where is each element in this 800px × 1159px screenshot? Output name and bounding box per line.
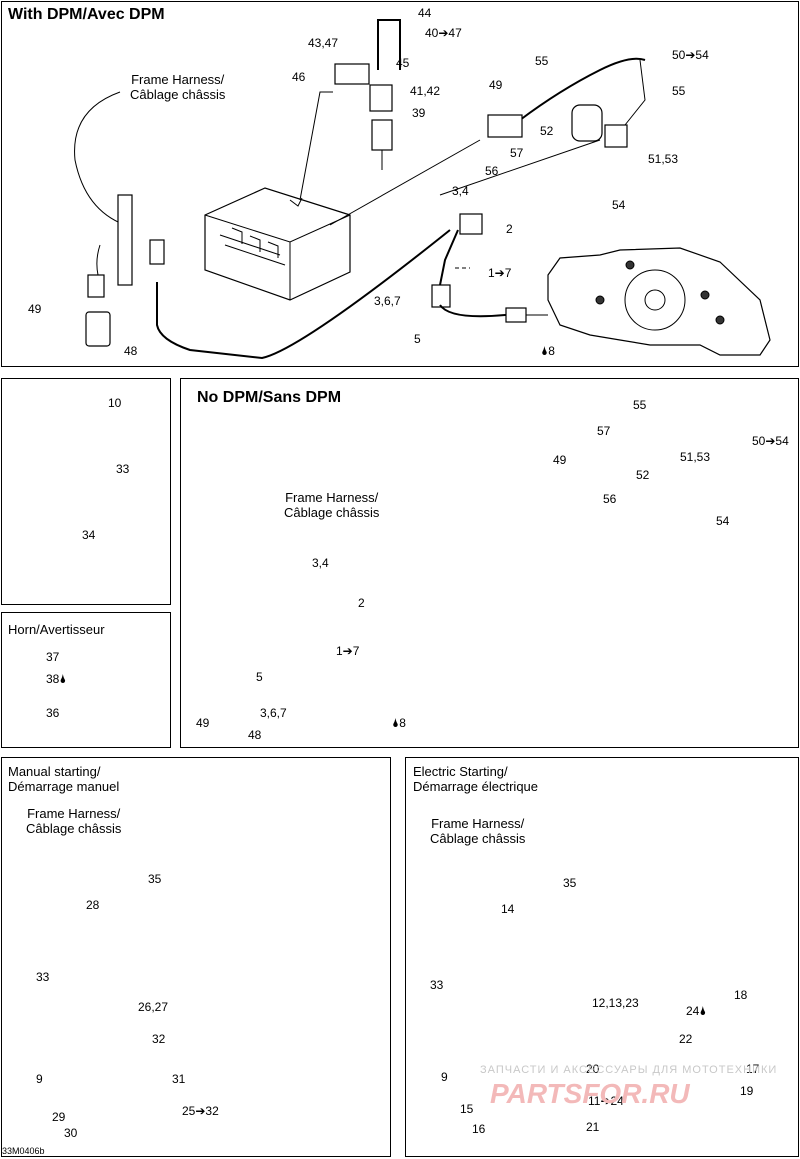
panel-manual-starting	[1, 757, 391, 1157]
callout-electric-15: 15	[460, 1102, 474, 1116]
section-title-no-dpm: No DPM/Sans DPM	[197, 389, 342, 406]
callout-nodpm-8: 🌢8	[392, 716, 406, 730]
callout-3-4: 3,4	[452, 184, 469, 198]
callout-manual-9: 9	[36, 1072, 43, 1086]
callout-41-42: 41,42	[410, 84, 441, 98]
oil-drop-icon: 🌢	[392, 716, 400, 730]
callout-manual-31: 31	[172, 1072, 186, 1086]
callout-51-53: 51,53	[648, 152, 679, 166]
watermark-text: ЗАПЧАСТИ И АКСЕССУАРЫ ДЛЯ МОТОТЕХНИКИ	[480, 1064, 778, 1076]
callout-electric-12-13-23: 12,13,23	[592, 996, 639, 1010]
callout-3-6-7: 3,6,7	[374, 294, 401, 308]
watermark-logo: PARTSFOR.RU	[490, 1078, 690, 1109]
callout-33: 33	[116, 462, 130, 476]
callout-electric-9: 9	[441, 1070, 448, 1084]
section-title-electric: Electric Starting/ Démarrage électrique	[413, 764, 539, 794]
callout-manual-30: 30	[64, 1126, 78, 1140]
oil-drop-icon: 🌢	[699, 1004, 707, 1018]
callout-nodpm-5: 5	[256, 670, 263, 684]
callout-nodpm-51-53: 51,53	[680, 450, 711, 464]
callout-40-47: 40➔47	[425, 26, 462, 40]
callout-electric-20: 20	[586, 1062, 600, 1076]
callout-electric-14: 14	[501, 902, 515, 916]
callout-48: 48	[124, 344, 138, 358]
callout-36: 36	[46, 706, 60, 720]
callout-manual-26-27: 26,27	[138, 1000, 169, 1014]
callout-nodpm-3-6-7: 3,6,7	[260, 706, 287, 720]
section-title-horn: Horn/Avertisseur	[8, 622, 105, 637]
callout-manual-25-32: 25➔32	[182, 1104, 219, 1118]
callout-nodpm-49b: 49	[196, 716, 210, 730]
callout-nodpm-56: 56	[603, 492, 617, 506]
panel-no-dpm	[180, 378, 799, 748]
callout-43-47: 43,47	[308, 36, 339, 50]
callout-nodpm-52: 52	[636, 468, 650, 482]
callout-manual-35: 35	[148, 872, 162, 886]
callout-39: 39	[412, 106, 426, 120]
callout-manual-28: 28	[86, 898, 100, 912]
panel-electric-starting	[405, 757, 799, 1157]
callout-electric-17: 17	[746, 1062, 760, 1076]
callout-electric-16: 16	[472, 1122, 486, 1136]
callout-55b: 55	[672, 84, 686, 98]
callout-electric-18: 18	[734, 988, 748, 1002]
oil-drop-icon: 🌢	[541, 344, 549, 358]
section-title-with-dpm: With DPM/Avec DPM	[8, 6, 165, 23]
callout-manual-32: 32	[152, 1032, 166, 1046]
callout-nodpm-55: 55	[633, 398, 647, 412]
callout-nodpm-50-54: 50➔54	[752, 434, 789, 448]
callout-nodpm-1-7: 1➔7	[336, 644, 360, 658]
callout-nodpm-2: 2	[358, 596, 365, 610]
frame-harness-label-top: Frame Harness/ Câblage châssis	[130, 72, 226, 102]
callout-nodpm-48: 48	[248, 728, 262, 742]
callout-49b: 49	[28, 302, 42, 316]
callout-37: 37	[46, 650, 60, 664]
callout-46: 46	[292, 70, 306, 84]
callout-54: 54	[612, 198, 626, 212]
callout-manual-33: 33	[36, 970, 50, 984]
callout-34: 34	[82, 528, 96, 542]
callout-45: 45	[396, 56, 410, 70]
callout-55: 55	[535, 54, 549, 68]
oil-drop-icon: 🌢	[59, 672, 67, 686]
callout-2: 2	[506, 222, 513, 236]
frame-harness-label-manual: Frame Harness/ Câblage châssis	[26, 806, 122, 836]
frame-harness-label-mid: Frame Harness/ Câblage châssis	[284, 490, 380, 520]
callout-nodpm-49: 49	[553, 453, 567, 467]
callout-1-7: 1➔7	[488, 266, 512, 280]
callout-electric-22: 22	[679, 1032, 693, 1046]
callout-8: 🌢8	[541, 344, 555, 358]
callout-nodpm-54: 54	[716, 514, 730, 528]
callout-nodpm-3-4: 3,4	[312, 556, 329, 570]
callout-50-54: 50➔54	[672, 48, 709, 62]
callout-56: 56	[485, 164, 499, 178]
callout-electric-33: 33	[430, 978, 444, 992]
frame-harness-label-electric: Frame Harness/ Câblage châssis	[430, 816, 526, 846]
callout-5: 5	[414, 332, 421, 346]
callout-52: 52	[540, 124, 554, 138]
callout-electric-24: 24🌢	[686, 1004, 707, 1018]
panel-horn	[1, 612, 171, 748]
callout-nodpm-57: 57	[597, 424, 611, 438]
document-id: 33M0406b	[2, 1146, 45, 1156]
panel-small-parts	[1, 378, 171, 605]
callout-49: 49	[489, 78, 503, 92]
callout-electric-35: 35	[563, 876, 577, 890]
callout-57: 57	[510, 146, 524, 160]
callout-electric-19: 19	[740, 1084, 754, 1098]
callout-electric-11-24: 11➔24	[588, 1094, 624, 1108]
section-title-manual: Manual starting/ Démarrage manuel	[8, 764, 120, 794]
callout-electric-21: 21	[586, 1120, 600, 1134]
callout-44: 44	[418, 6, 432, 20]
callout-manual-29: 29	[52, 1110, 66, 1124]
callout-38: 38🌢	[46, 672, 67, 686]
callout-10: 10	[108, 396, 122, 410]
